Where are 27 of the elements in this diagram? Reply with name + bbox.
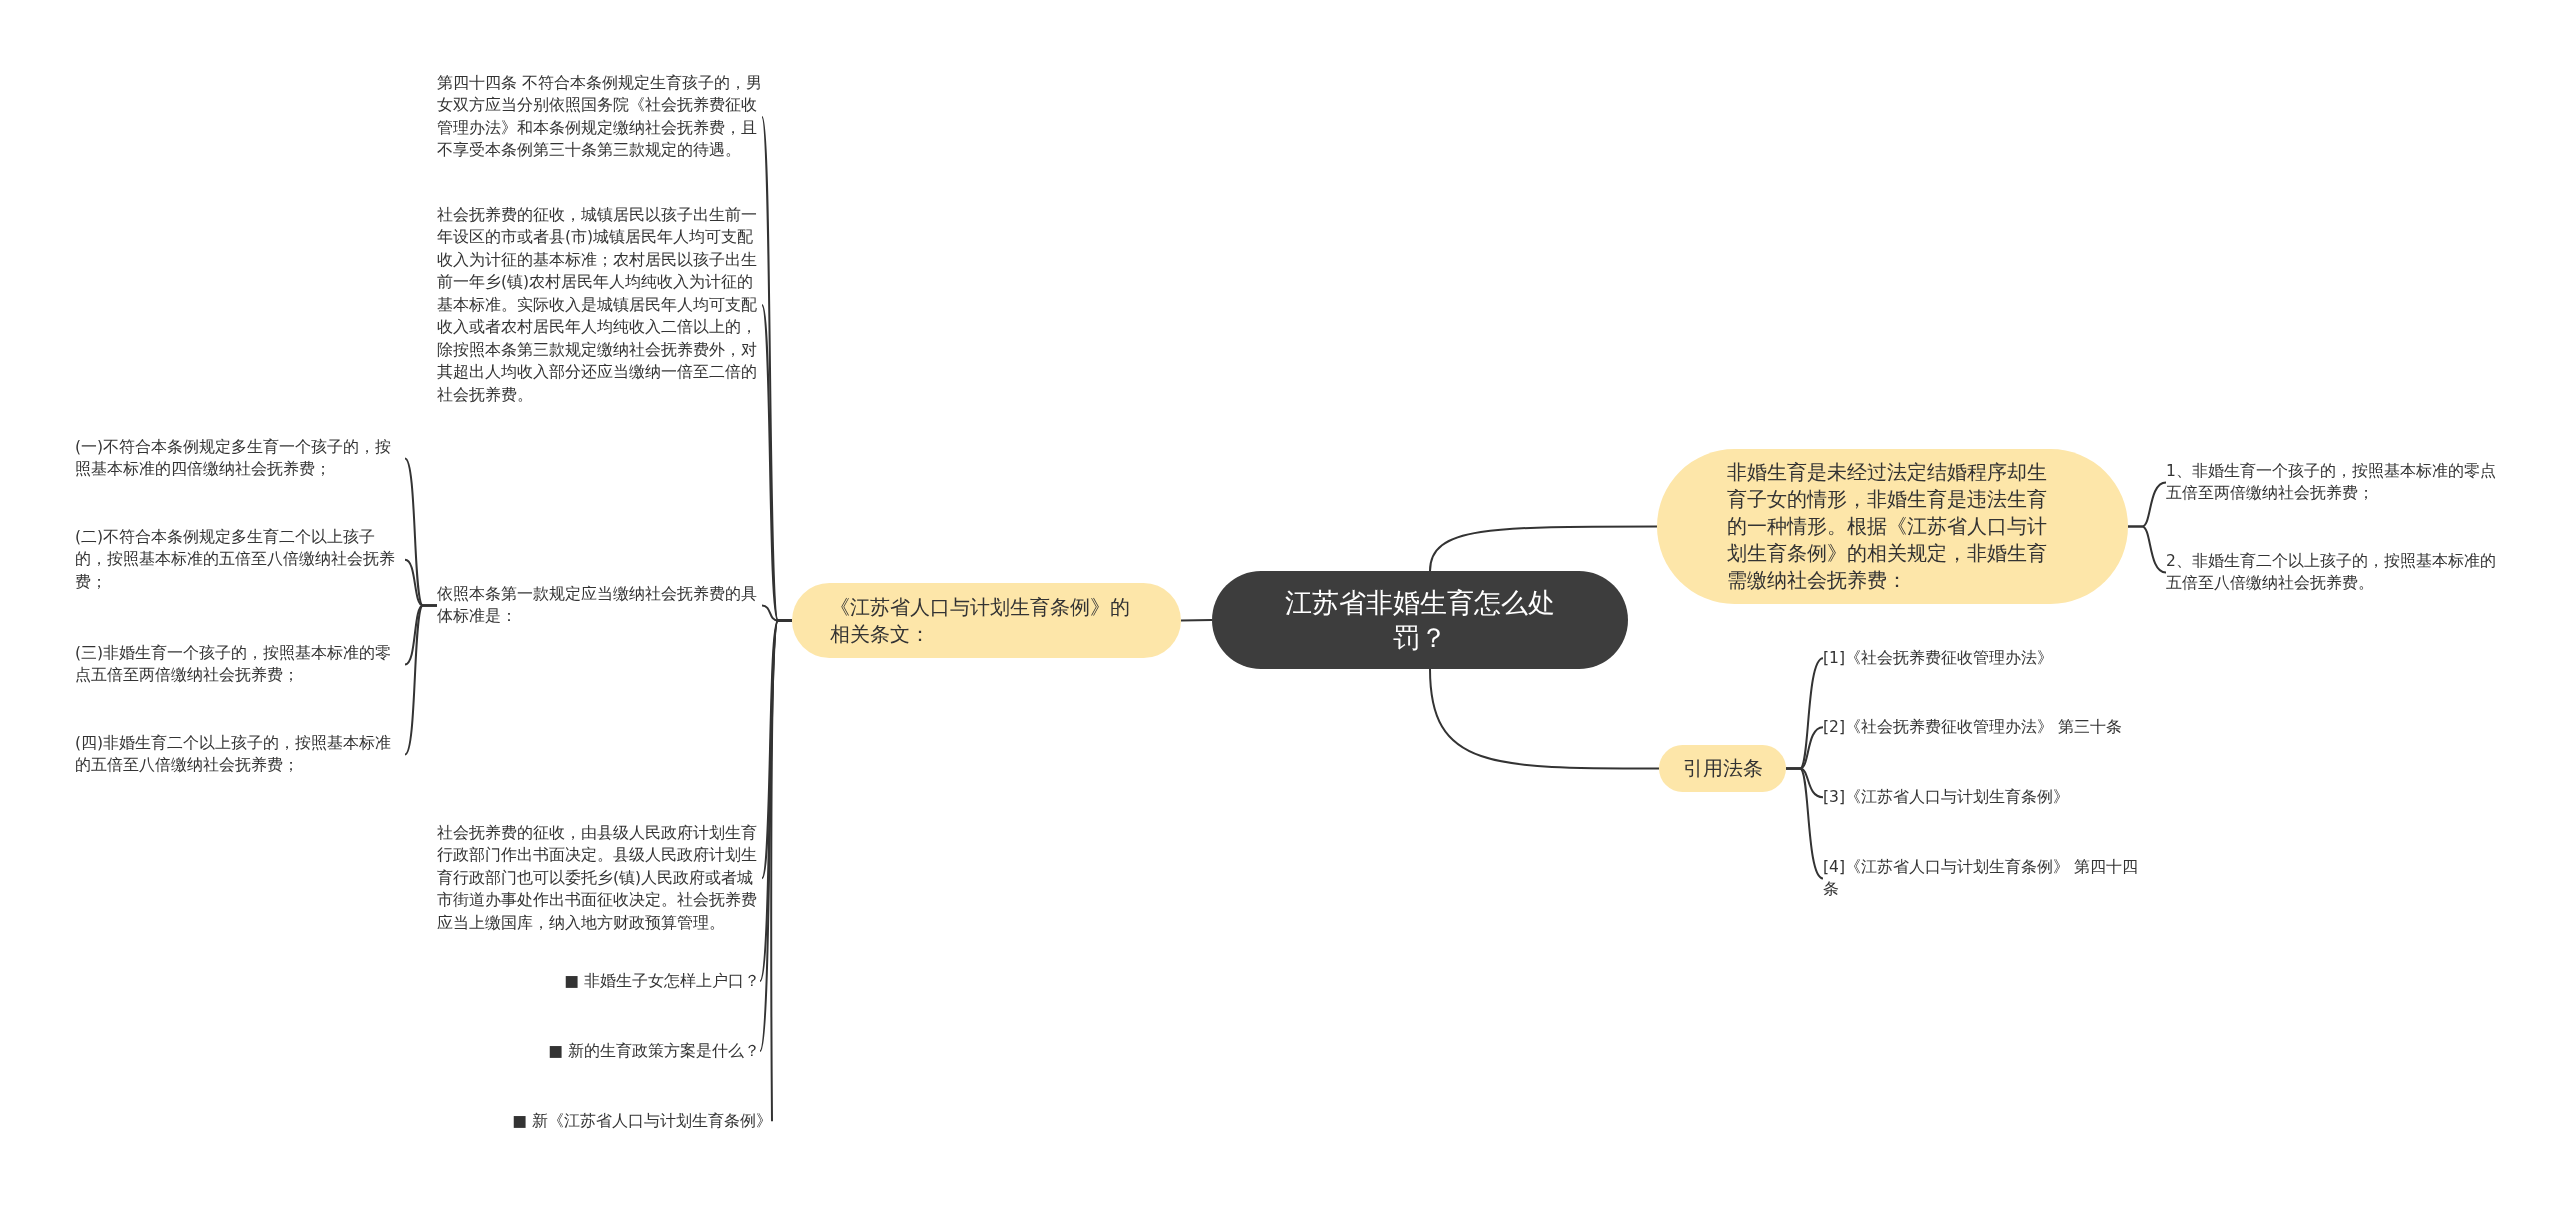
link-text: ■ 新《江苏省人口与计划生育条例》 bbox=[437, 1110, 772, 1133]
connector-line bbox=[1180, 619, 1213, 622]
leaf-text: 2、非婚生育二个以上孩子的，按照基本标准的五倍至八倍缴纳社会抚养费。 bbox=[2166, 550, 2496, 595]
leaf-text: (三)非婚生育一个孩子的，按照基本标准的零点五倍至两倍缴纳社会抚养费； bbox=[75, 642, 405, 687]
connector-line bbox=[404, 604, 438, 756]
leaf-text: 第四十四条 不符合本条例规定生育孩子的，男女双方应当分别依照国务院《社会抚养费征收管理办法》和本条例规定缴纳社会抚养费，且不享受本条例第三十条第三款规定的待遇。 bbox=[437, 72, 762, 162]
connector-line bbox=[1429, 525, 1658, 572]
link-text: ■ 非婚生子女怎样上户口？ bbox=[437, 970, 760, 993]
leaf-text: (四)非婚生育二个以上孩子的，按照基本标准的五倍至八倍缴纳社会抚养费； bbox=[75, 732, 405, 777]
branch-pill: 非婚生育是未经过法定结婚程序却生育子女的情形，非婚生育是违法生育的一种情形。根据《江苏省人口与计划生育条例》的相关规定，非婚生育需缴纳社会抚养费： bbox=[1657, 449, 2128, 604]
leaf-text: [1]《社会抚养费征收管理办法》 bbox=[1823, 647, 2153, 670]
leaf-text: 1、非婚生育一个孩子的，按照基本标准的零点五倍至两倍缴纳社会抚养费； bbox=[2166, 460, 2496, 505]
leaf-text: 社会抚养费的征收，由县级人民政府计划生育行政部门作出书面决定。县级人民政府计划生育行政部门也可以委托乡(镇)人民政府或者城市街道办事处作出书面征收决定。社会抚养费应当上缴国库，纳入地方财政预算管理。 bbox=[437, 822, 762, 935]
leaf-text: [2]《社会抚养费征收管理办法》 第三十条 bbox=[1823, 716, 2153, 739]
connector-line bbox=[2127, 525, 2167, 574]
leaf-text: [3]《江苏省人口与计划生育条例》 bbox=[1823, 786, 2153, 809]
connector-line bbox=[1785, 767, 1824, 880]
branch-pill: 《江苏省人口与计划生育条例》的相关条文： bbox=[792, 583, 1181, 658]
leaf-text: [4]《江苏省人口与计划生育条例》 第四十四条 bbox=[1823, 856, 2153, 901]
connector-line bbox=[1429, 668, 1660, 770]
topic-pill: 江苏省非婚生育怎么处罚？ bbox=[1212, 571, 1628, 669]
leaf-text: (一)不符合本条例规定多生育一个孩子的，按照基本标准的四倍缴纳社会抚养费； bbox=[75, 436, 405, 481]
leaf-text: 社会抚养费的征收，城镇居民以孩子出生前一年设区的市或者县(市)城镇居民年人均可支配收入为计征的基本标准；农村居民以孩子出生前一年乡(镇)农村居民年人均纯收入为计征的基本标准。实际收入是城镇居民年人均可支配收入或者农村居民年人均纯收入二倍以上的，除按照本条第三款规定缴纳社会抚养费外，对其超出人均收入部分还应当缴纳一倍至二倍的社会抚养费。 bbox=[437, 204, 762, 407]
link-text: ■ 新的生育政策方案是什么？ bbox=[437, 1040, 760, 1063]
leaf-text: (二)不符合本条例规定多生育二个以上孩子的，按照基本标准的五倍至八倍缴纳社会抚养费； bbox=[75, 526, 405, 594]
branch-pill: 引用法条 bbox=[1659, 745, 1786, 792]
leaf-text: 依照本条第一款规定应当缴纳社会抚养费的具体标准是： bbox=[437, 583, 762, 628]
